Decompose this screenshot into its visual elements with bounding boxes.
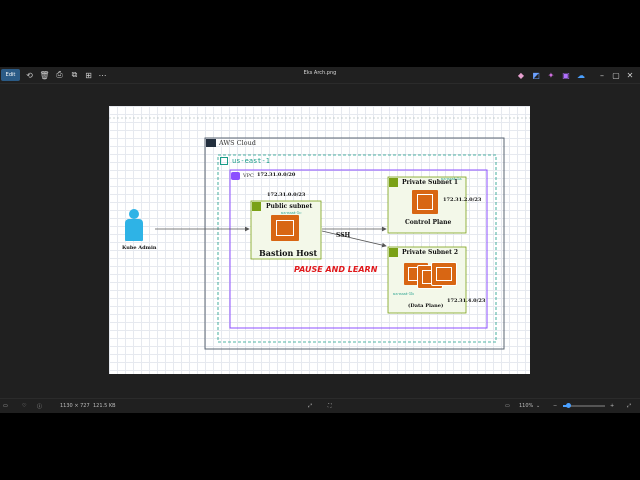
aws-cloud-label: AWS Cloud	[219, 139, 256, 147]
onedrive-icon[interactable]: ☁	[577, 70, 585, 80]
data-plane-label: (Data Plane)	[408, 303, 444, 309]
public-subnet-lock-icon	[252, 202, 261, 211]
region-label: us-east-1	[232, 157, 270, 165]
rotate-icon[interactable]: ⟲	[26, 70, 33, 80]
actual-size-icon[interactable]: ▭	[505, 403, 510, 409]
copilot-icon[interactable]: ◆	[517, 70, 525, 80]
edit-label: Edit	[5, 72, 16, 78]
expand-icon[interactable]: ⤢	[627, 403, 632, 409]
private-subnet-2-cidr: 172.31.4.0/23	[447, 298, 486, 304]
vpc-label: VPC	[243, 173, 254, 179]
region-icon	[220, 157, 228, 165]
fullscreen-icon[interactable]: ⛶	[328, 403, 332, 409]
sparkle-icon[interactable]: ✦	[547, 70, 555, 80]
kube-admin-user-icon	[125, 219, 143, 241]
delete-icon[interactable]: 🗑	[39, 70, 50, 80]
info-icon[interactable]: ⓘ	[37, 403, 43, 410]
photos-icon[interactable]: ▣	[562, 70, 570, 80]
private-subnet-2-title: Private Subnet 2	[402, 249, 459, 256]
kube-admin-head-icon	[129, 209, 139, 219]
ssh-label: SSH	[336, 232, 351, 239]
toolbar: Edit ⟲ 🗑 ⎙ ⧉ ⊞ ⋯ Eks Arch.png ◆ ◩ ✦ ▣ ☁ …	[0, 67, 640, 84]
filmstrip-icon[interactable]: ▭	[3, 403, 8, 409]
private-subnet-2-lock-icon	[389, 248, 398, 257]
image-canvas[interactable]: AWS Cloud us-east-1 VPC 172.31.0.0/20 17…	[0, 84, 640, 398]
zoom-slider-thumb[interactable]	[566, 403, 571, 408]
private-subnet-2-az: us-east-1b	[393, 291, 414, 296]
edit-button[interactable]: Edit	[1, 69, 20, 81]
zoom-out-icon[interactable]: −	[553, 403, 558, 409]
bastion-host-label: Bastion Host	[259, 248, 318, 258]
private-subnet-1-title: Private Subnet 1	[402, 179, 459, 186]
vpc-icon	[231, 172, 240, 180]
minimize-icon[interactable]: –	[600, 70, 604, 80]
zoom-level[interactable]: 110%	[519, 403, 534, 409]
image-dimensions: 1130 × 727	[60, 403, 90, 409]
control-plane-label: Control Plane	[405, 219, 452, 226]
favorite-icon[interactable]: ♡	[22, 403, 27, 409]
status-bar: ▭ ♡ ⓘ 1130 × 727 121.5 KB ⤢ ⛶ ▭ 110% ⌄ −…	[0, 398, 640, 413]
kube-admin-label: Kube Admin	[122, 245, 157, 251]
maximize-icon[interactable]: ▢	[612, 70, 620, 80]
vpc-cidr: 172.31.0.0/20	[257, 172, 296, 178]
print-icon[interactable]: ⎙	[56, 70, 63, 79]
zoom-dropdown-icon[interactable]: ⌄	[536, 403, 541, 409]
crop-icon[interactable]: ⧉	[71, 70, 78, 79]
share-icon[interactable]: ◩	[532, 70, 540, 80]
architecture-image: AWS Cloud us-east-1 VPC 172.31.0.0/20 17…	[109, 106, 530, 374]
private-subnet-1-cidr: 172.31.2.0/23	[443, 197, 482, 203]
control-plane-ec2-icon	[412, 190, 438, 214]
private-subnet-1-az: us-east-1a	[441, 176, 462, 181]
diagram-lines	[109, 117, 530, 350]
zoom-slider-fill	[563, 405, 568, 407]
close-icon[interactable]: ✕	[626, 70, 634, 80]
filter-icon[interactable]: ⊞	[85, 70, 92, 80]
more-icon[interactable]: ⋯	[98, 70, 107, 80]
aws-logo-icon	[206, 139, 216, 147]
public-subnet-cidr: 172.31.0.0/23	[267, 192, 306, 198]
public-subnet-az: us-east-1c	[281, 210, 302, 215]
photo-viewer-window: Edit ⟲ 🗑 ⎙ ⧉ ⊞ ⋯ Eks Arch.png ◆ ◩ ✦ ▣ ☁ …	[0, 67, 640, 413]
window-title: Eks Arch.png	[303, 70, 337, 76]
zoom-slider[interactable]	[563, 403, 605, 408]
bastion-ec2-icon	[271, 215, 299, 241]
pause-and-learn-overlay: PAUSE AND LEARN	[294, 265, 378, 274]
zoom-in-icon[interactable]: +	[610, 403, 615, 409]
data-plane-ec2-icon-3	[432, 263, 456, 285]
private-subnet-1-lock-icon	[389, 178, 398, 187]
file-size: 121.5 KB	[93, 403, 116, 409]
fit-icon[interactable]: ⤢	[308, 403, 313, 409]
public-subnet-title: Public subnet	[266, 203, 313, 210]
